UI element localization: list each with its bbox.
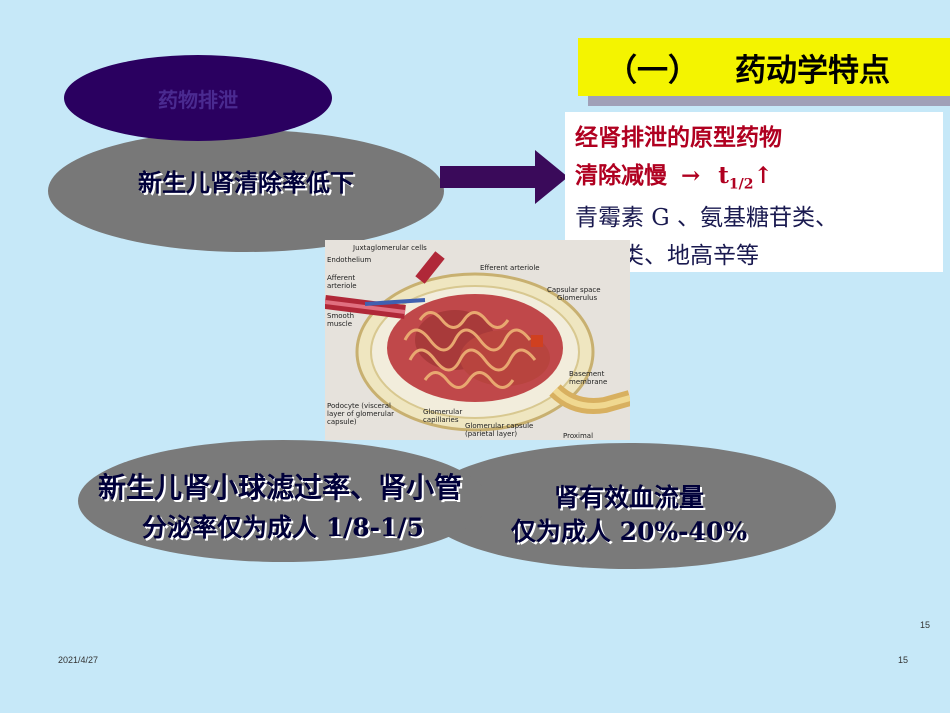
label-afferent: Afferent arteriole bbox=[327, 274, 357, 290]
label-glomerular-capillaries: Glomerular capillaries bbox=[423, 408, 463, 424]
page-number-lower: 15 bbox=[898, 655, 909, 665]
up-arrow-icon: ↑ bbox=[753, 162, 773, 189]
glomerulus-illustration bbox=[325, 251, 630, 432]
label-basement: Basement membrane bbox=[569, 370, 608, 386]
half-life-symbol: t1/2 bbox=[718, 162, 754, 193]
blood-flow-line-2: 仅为成人 20%-40% bbox=[510, 517, 748, 546]
blood-flow-ellipse bbox=[422, 443, 836, 569]
right-arrow-icon bbox=[440, 150, 568, 204]
info-line-1: 经肾排泄的原型药物 bbox=[575, 124, 782, 151]
filtration-ellipse bbox=[78, 440, 488, 562]
label-juxtaglomerular: Juxtaglomerular cells bbox=[353, 244, 427, 252]
info-arrow-icon: → bbox=[681, 162, 701, 189]
excretion-label: 药物排泄 bbox=[158, 87, 238, 112]
filtration-line-1: 新生儿肾小球滤过率、肾小管 bbox=[97, 471, 462, 504]
label-smooth-muscle: Smooth muscle bbox=[327, 312, 355, 328]
label-glomerular-capsule: Glomerular capsule (parietal layer) bbox=[465, 422, 534, 438]
info-line-2-text: 清除减慢 bbox=[575, 162, 667, 189]
filtration-line-2: 分泌率仅为成人 1/8-1/5 bbox=[142, 513, 424, 542]
label-capsular-space: Capsular space bbox=[547, 286, 601, 294]
blood-flow-line-1: 肾有效血流量 bbox=[553, 483, 704, 512]
label-glomerulus: Glomerulus bbox=[557, 294, 598, 302]
footer-date: 2021/4/27 bbox=[58, 655, 99, 665]
info-line-3: 青霉素 G 、氨基糖苷类、 bbox=[575, 205, 838, 231]
excretion-ellipse: 药物排泄 bbox=[64, 55, 332, 141]
info-line-2: 清除减慢 → t1/2↑ bbox=[575, 156, 773, 193]
label-proximal: Proximal bbox=[563, 432, 594, 440]
label-podocyte: Podocyte (visceral layer of glomerular c… bbox=[327, 402, 394, 426]
title-text: 药动学特点 bbox=[735, 52, 890, 89]
label-efferent: Efferent arteriole bbox=[480, 264, 540, 272]
clearance-label: 新生儿肾清除率低下 bbox=[138, 168, 354, 197]
label-endothelium: Endothelium bbox=[327, 256, 372, 264]
clearance-ellipse bbox=[48, 130, 444, 252]
page-number-upper: 15 bbox=[920, 620, 931, 630]
title-number: （一） bbox=[606, 52, 699, 89]
slide-title: （一） 药动学特点 bbox=[578, 38, 950, 96]
glomerulus-diagram: Juxtaglomerular cells Endothelium Affere… bbox=[325, 240, 630, 440]
